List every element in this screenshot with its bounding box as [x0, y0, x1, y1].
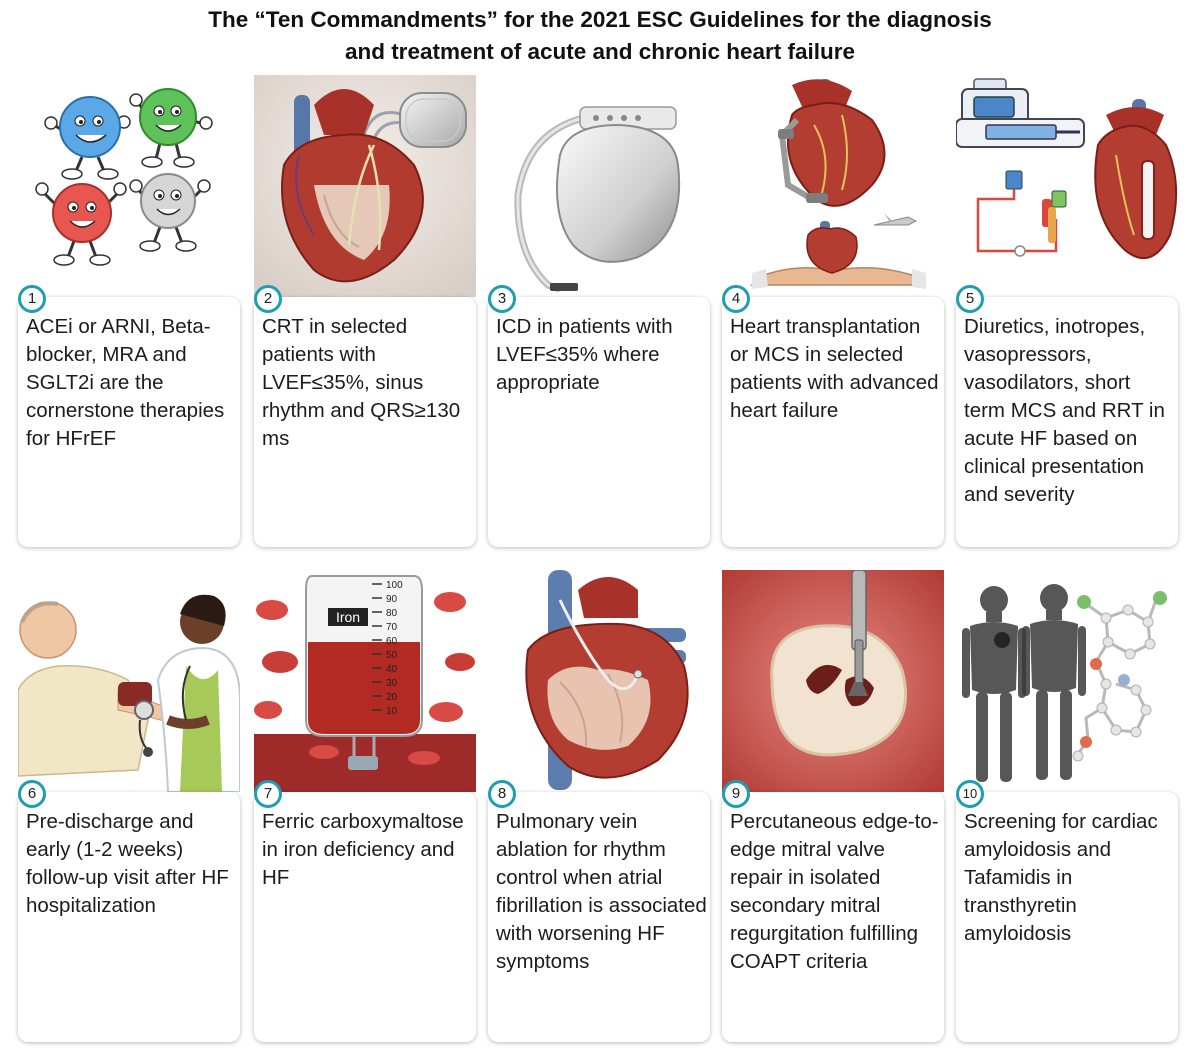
commandment-1: ACEi or ARNI, Beta-blocker, MRA and SGLT…: [18, 75, 240, 547]
number-badge: 9: [722, 780, 750, 808]
commandment-3: ICD in patients with LVEF≤35% where appr…: [488, 75, 710, 547]
bag-scale-label: 20: [386, 692, 398, 703]
bag-scale-label: 80: [386, 608, 398, 619]
commandment-text: CRT in selected patients with LVEF≤35%, …: [262, 315, 461, 450]
bag-scale-label: 50: [386, 650, 398, 661]
commandment-text: Percutaneous edge-to-edge mitral valve r…: [730, 810, 939, 973]
crt-device-heart-icon: [254, 75, 476, 297]
number-badge: 4: [722, 285, 750, 313]
commandment-text: ACEi or ARNI, Beta-blocker, MRA and SGLT…: [26, 315, 225, 450]
infusion-pump-icon: [956, 75, 1178, 297]
scintigraphy-molecule-icon: [956, 570, 1178, 792]
commandment-text: Heart transplantation or MCS in selected…: [730, 315, 939, 422]
commandment-card: Diuretics, inotropes, vasopressors, vaso…: [956, 297, 1178, 547]
commandment-card: Percutaneous edge-to-edge mitral valve r…: [722, 792, 944, 1042]
commandment-card: Screening for cardiac amyloidosis and Ta…: [956, 792, 1178, 1042]
commandment-6: Pre-discharge and early (1-2 weeks) foll…: [18, 570, 240, 1042]
number-badge: 5: [956, 285, 984, 313]
number-badge: 3: [488, 285, 516, 313]
commandment-text: ICD in patients with LVEF≤35% where appr…: [496, 315, 673, 394]
commandment-text: Ferric carboxymaltose in iron deficiency…: [262, 810, 464, 889]
commandment-card: Heart transplantation or MCS in selected…: [722, 297, 944, 547]
commandment-card: Pre-discharge and early (1-2 weeks) foll…: [18, 792, 240, 1042]
number-badge: 2: [254, 285, 282, 313]
bag-scale-label: 30: [386, 678, 398, 689]
commandment-text: Pre-discharge and early (1-2 weeks) foll…: [26, 810, 229, 917]
iron-infusion-bag-icon: Iron 100 90 80 70 60 50 40 30 20 10: [254, 570, 476, 792]
bag-scale-label: 60: [386, 636, 398, 647]
heart-transplant-icon: [722, 75, 944, 297]
commandment-10: Screening for cardiac amyloidosis and Ta…: [956, 570, 1178, 1042]
commandment-7: Iron 100 90 80 70 60 50 40 30 20 10 Ferric carbox…: [254, 570, 476, 1042]
bag-label: Iron: [336, 609, 360, 625]
page-title: The “Ten Commandments” for the 2021 ESC …: [0, 4, 1200, 68]
commandment-2: CRT in selected patients with LVEF≤35%, …: [254, 75, 476, 547]
number-badge: 7: [254, 780, 282, 808]
commandment-card: ACEi or ARNI, Beta-blocker, MRA and SGLT…: [18, 297, 240, 547]
commandment-4: Heart transplantation or MCS in selected…: [722, 75, 944, 547]
bag-scale-label: 90: [386, 594, 398, 605]
commandment-text: Pulmonary vein ablation for rhythm contr…: [496, 810, 707, 973]
bag-scale: 100 90 80 70 60 50 40 30 20 10: [372, 580, 403, 717]
commandment-text: Diuretics, inotropes, vasopressors, vaso…: [964, 315, 1165, 506]
blood-pressure-visit-icon: [18, 570, 240, 792]
icd-device-icon: [488, 75, 710, 297]
bag-scale-label: 70: [386, 622, 398, 633]
commandment-9: Percutaneous edge-to-edge mitral valve r…: [722, 570, 944, 1042]
commandment-card: CRT in selected patients with LVEF≤35%, …: [254, 297, 476, 547]
smiling-pills-icon: [18, 75, 240, 297]
title-line-1: The “Ten Commandments” for the 2021 ESC …: [208, 7, 992, 32]
number-badge: 6: [18, 780, 46, 808]
number-badge: 10: [956, 780, 984, 808]
commandment-card: Ferric carboxymaltose in iron deficiency…: [254, 792, 476, 1042]
ablation-heart-icon: [488, 570, 710, 792]
number-badge: 1: [18, 285, 46, 313]
commandment-card: Pulmonary vein ablation for rhythm contr…: [488, 792, 710, 1042]
bag-scale-label: 40: [386, 664, 398, 675]
bag-scale-label: 10: [386, 706, 398, 717]
bag-scale-label: 100: [386, 580, 403, 591]
commandment-text: Screening for cardiac amyloidosis and Ta…: [964, 810, 1158, 945]
commandment-card: ICD in patients with LVEF≤35% where appr…: [488, 297, 710, 547]
mitral-clip-icon: [722, 570, 944, 792]
number-badge: 8: [488, 780, 516, 808]
commandment-5: Diuretics, inotropes, vasopressors, vaso…: [956, 75, 1178, 547]
commandment-8: Pulmonary vein ablation for rhythm contr…: [488, 570, 710, 1042]
title-line-2: and treatment of acute and chronic heart…: [344, 39, 856, 64]
